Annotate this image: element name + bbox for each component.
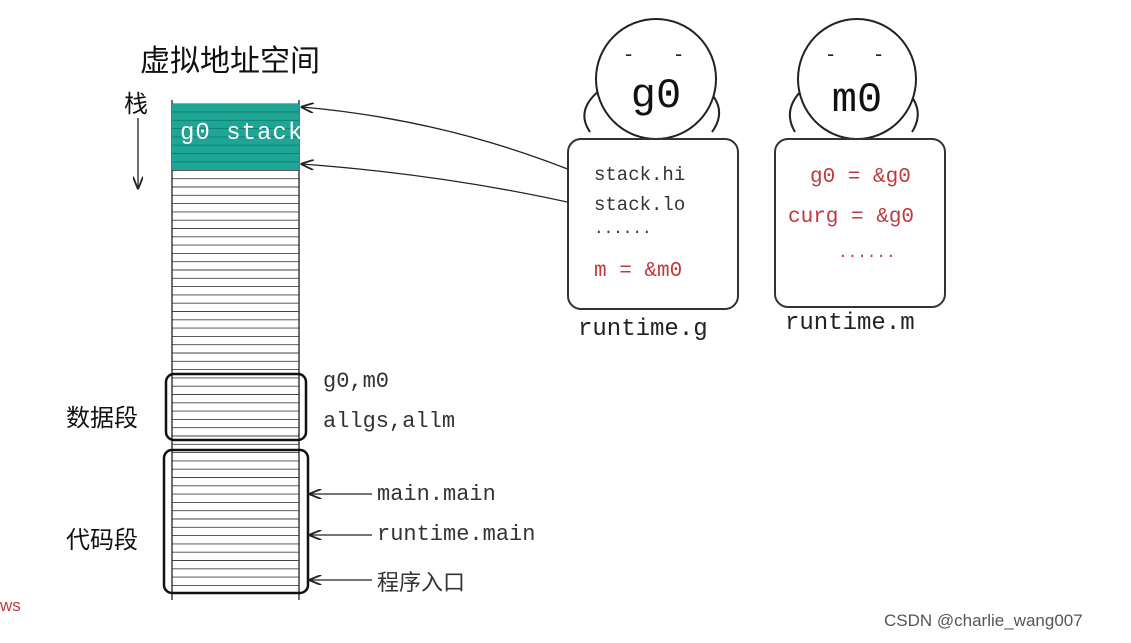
g-field-stack-lo: stack.lo <box>594 194 686 216</box>
stack-lo-arrow <box>302 164 586 207</box>
csdn-watermark: CSDN @charlie_wang007 <box>884 611 1083 630</box>
g0-stack-label: g0 stack <box>180 120 304 147</box>
corner-text: ws <box>0 596 21 615</box>
g0-face-label: g0 <box>630 72 682 120</box>
runtime-m-box: g0 = &g0 curg = &g0 ...... <box>774 138 946 308</box>
data-item-g0-m0: g0,m0 <box>323 369 390 394</box>
data-segment-box <box>164 372 308 442</box>
stack-hi-arrow <box>302 107 586 177</box>
code-item-runtime-main: runtime.main <box>377 522 536 547</box>
m0-face: - - m0 <box>797 18 917 140</box>
diagram-title: 虚拟地址空间 <box>140 44 320 79</box>
data-segment-label: 数据段 <box>66 404 138 432</box>
m-field-curg: curg = &g0 <box>788 206 915 229</box>
m-field-ellipsis: ...... <box>838 244 896 262</box>
g-field-ellipsis: ...... <box>594 220 652 238</box>
stack-label: 栈 <box>124 90 148 118</box>
g0-stack-lines <box>172 111 299 163</box>
code-item-main-main: main.main <box>377 482 496 507</box>
runtime-g-box: stack.hi stack.lo ...... m = &m0 <box>567 138 739 310</box>
m-field-g0: g0 = &g0 <box>810 166 911 189</box>
code-item-entry-point: 程序入口 <box>377 571 466 596</box>
g0-face: - - g0 <box>595 18 717 140</box>
data-item-allgs-allm: allgs,allm <box>323 409 456 434</box>
memory-column-lines <box>172 103 299 586</box>
runtime-g-caption: runtime.g <box>578 316 708 343</box>
g-field-stack-hi: stack.hi <box>594 164 686 186</box>
code-segment-box <box>162 448 310 595</box>
runtime-m-caption: runtime.m <box>785 310 915 337</box>
m0-face-label: m0 <box>831 76 883 124</box>
code-segment-label: 代码段 <box>66 526 138 554</box>
g-field-m: m = &m0 <box>594 260 683 283</box>
